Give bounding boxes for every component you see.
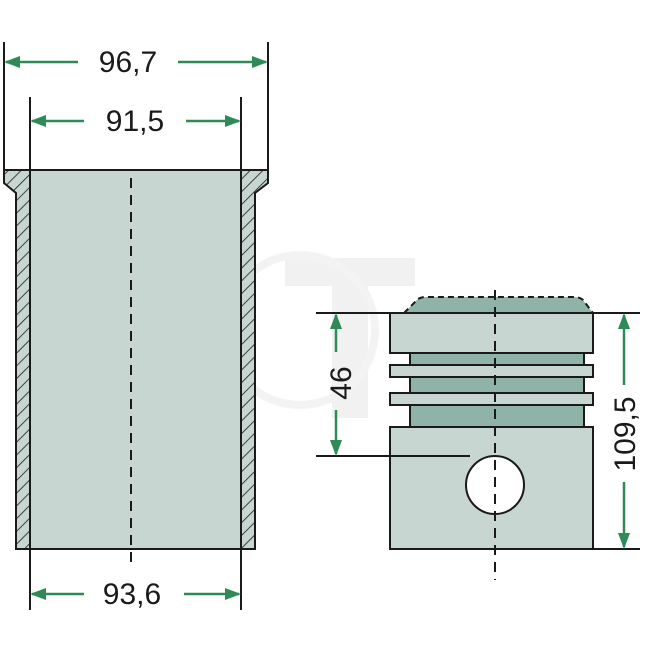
- piston-crown: [401, 296, 596, 314]
- dim-label-109-5: 109,5: [609, 396, 642, 471]
- cylinder-liner: [3, 169, 269, 565]
- dim-piston-total-height: 109,5: [593, 312, 642, 550]
- dim-label-46: 46: [325, 366, 358, 399]
- liner-left-wall: [3, 169, 31, 550]
- dim-label-96-7: 96,7: [99, 46, 157, 79]
- liner-right-wall: [240, 169, 269, 550]
- piston-ring-2: [389, 392, 594, 406]
- piston-top-land: [389, 312, 594, 354]
- liner-bore-body: [29, 169, 242, 550]
- dim-piston-pin-height: 46: [316, 312, 470, 457]
- dim-liner-bore: 91,5: [29, 97, 242, 170]
- dim-label-91-5: 91,5: [106, 105, 164, 138]
- dim-label-93-6: 93,6: [103, 578, 161, 611]
- dim-liner-flange-outer: 96,7: [3, 42, 269, 170]
- dim-liner-outer: 93,6: [29, 549, 242, 611]
- piston: [389, 290, 596, 580]
- piston-ring-1: [389, 364, 594, 378]
